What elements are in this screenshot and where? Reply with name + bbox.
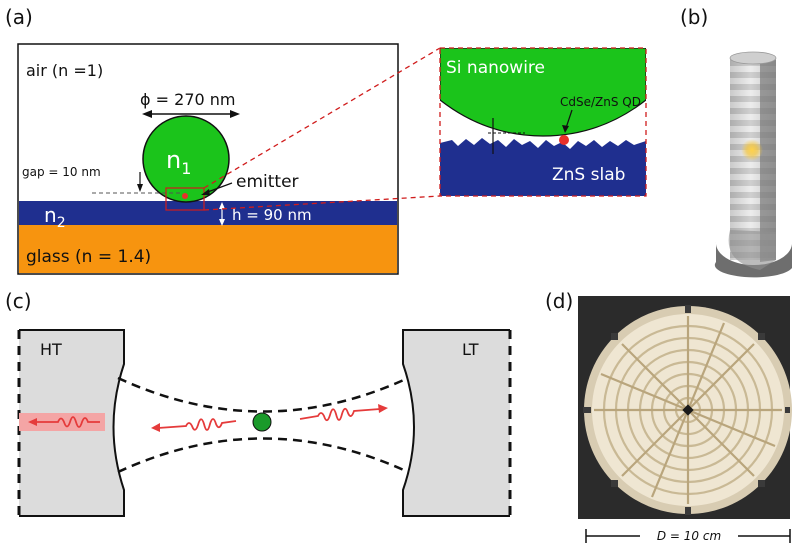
emitter-label: emitter: [236, 172, 299, 192]
disc-center-hole: [682, 404, 694, 416]
thickness-arrowhead-top: [219, 202, 225, 209]
emitter-dot: [182, 193, 188, 199]
scale-bar: D = 10 cm: [585, 529, 791, 543]
panel-d-label: (d): [545, 289, 573, 313]
cylinder-top: [729, 51, 777, 65]
emitter-glow: [741, 139, 763, 161]
zoom-connector-bottom: [203, 195, 441, 211]
emitter-arrowhead: [201, 189, 210, 195]
panel-a-schematic: air (n =1) ϕ = 270 nm n1 gap = 10 nm emi…: [17, 43, 399, 275]
inset-nanowire-label: Si nanowire: [446, 58, 545, 78]
panel-d-photo: [578, 296, 792, 519]
left-photon-wave: [157, 418, 237, 431]
zoom-box: [165, 187, 205, 211]
cylinder-base-flare: [728, 230, 776, 270]
svg-text:n1: n1: [166, 146, 191, 178]
beam-lower-envelope: [117, 437, 409, 474]
panel-a-inset: Si nanowire CdSe/ZnS QD ZnS slab: [439, 47, 647, 197]
glass-label: glass (n = 1.4): [26, 247, 151, 267]
transmitted-photon-arrowhead: [28, 418, 37, 426]
panel-b-label: (b): [680, 5, 708, 29]
diameter-arrowhead-right: [230, 110, 240, 118]
thickness-arrowhead-bottom: [219, 219, 225, 226]
qd-arrow: [565, 109, 573, 129]
panel-c-cavity: HT LT: [17, 329, 512, 517]
beam-upper-envelope: [117, 376, 409, 413]
diameter-arrowhead-left: [142, 110, 152, 118]
nanowire-cross-section: [142, 115, 230, 203]
n1-label: n: [166, 146, 181, 174]
inset-slab-label: ZnS slab: [552, 165, 625, 185]
air-label: air (n =1): [26, 61, 103, 80]
inset-frame: [439, 47, 647, 197]
panel-a-label: (a): [5, 5, 33, 29]
right-photon-arrowhead: [378, 404, 388, 413]
n1-subscript: 1: [181, 159, 191, 178]
inset-rough-slab: [440, 138, 646, 196]
qd-arrowhead: [562, 125, 569, 133]
right-photon-wave: [299, 407, 381, 422]
right-mirror-label: LT: [462, 340, 479, 359]
glass-substrate: [19, 225, 397, 273]
inset-nanowire: [440, 48, 646, 137]
trapped-particle: [252, 412, 272, 432]
left-mirror-label: HT: [40, 340, 62, 359]
panel-b-striped-cylinder: [714, 51, 792, 278]
right-mirror: [402, 329, 510, 517]
n2-label: n: [44, 203, 57, 227]
scale-bar-label: D = 10 cm: [657, 529, 721, 543]
panel-c-label: (c): [5, 289, 32, 313]
thickness-label: h = 90 nm: [232, 206, 312, 224]
cylinder-base-shadow: [714, 242, 792, 278]
emitter-arrow: [204, 182, 233, 194]
svg-text:n2: n2: [44, 203, 66, 231]
transmitted-beam-highlight: [19, 413, 105, 431]
transmitted-photon: [34, 416, 100, 428]
diameter-label: ϕ = 270 nm: [140, 90, 235, 109]
disc-notches: [583, 305, 790, 515]
slab-layer-n2: [19, 201, 397, 225]
n2-subscript: 2: [57, 215, 66, 231]
gap-label: gap = 10 nm: [22, 165, 101, 179]
gap-arrowhead: [137, 184, 143, 192]
left-photon-arrowhead: [151, 423, 160, 432]
zoom-connector-top: [203, 47, 441, 189]
cylinder-cut-face: [760, 58, 776, 262]
maze-spokes: [594, 316, 782, 504]
qd-label: CdSe/ZnS QD: [560, 95, 641, 109]
quantum-dot: [559, 135, 569, 145]
